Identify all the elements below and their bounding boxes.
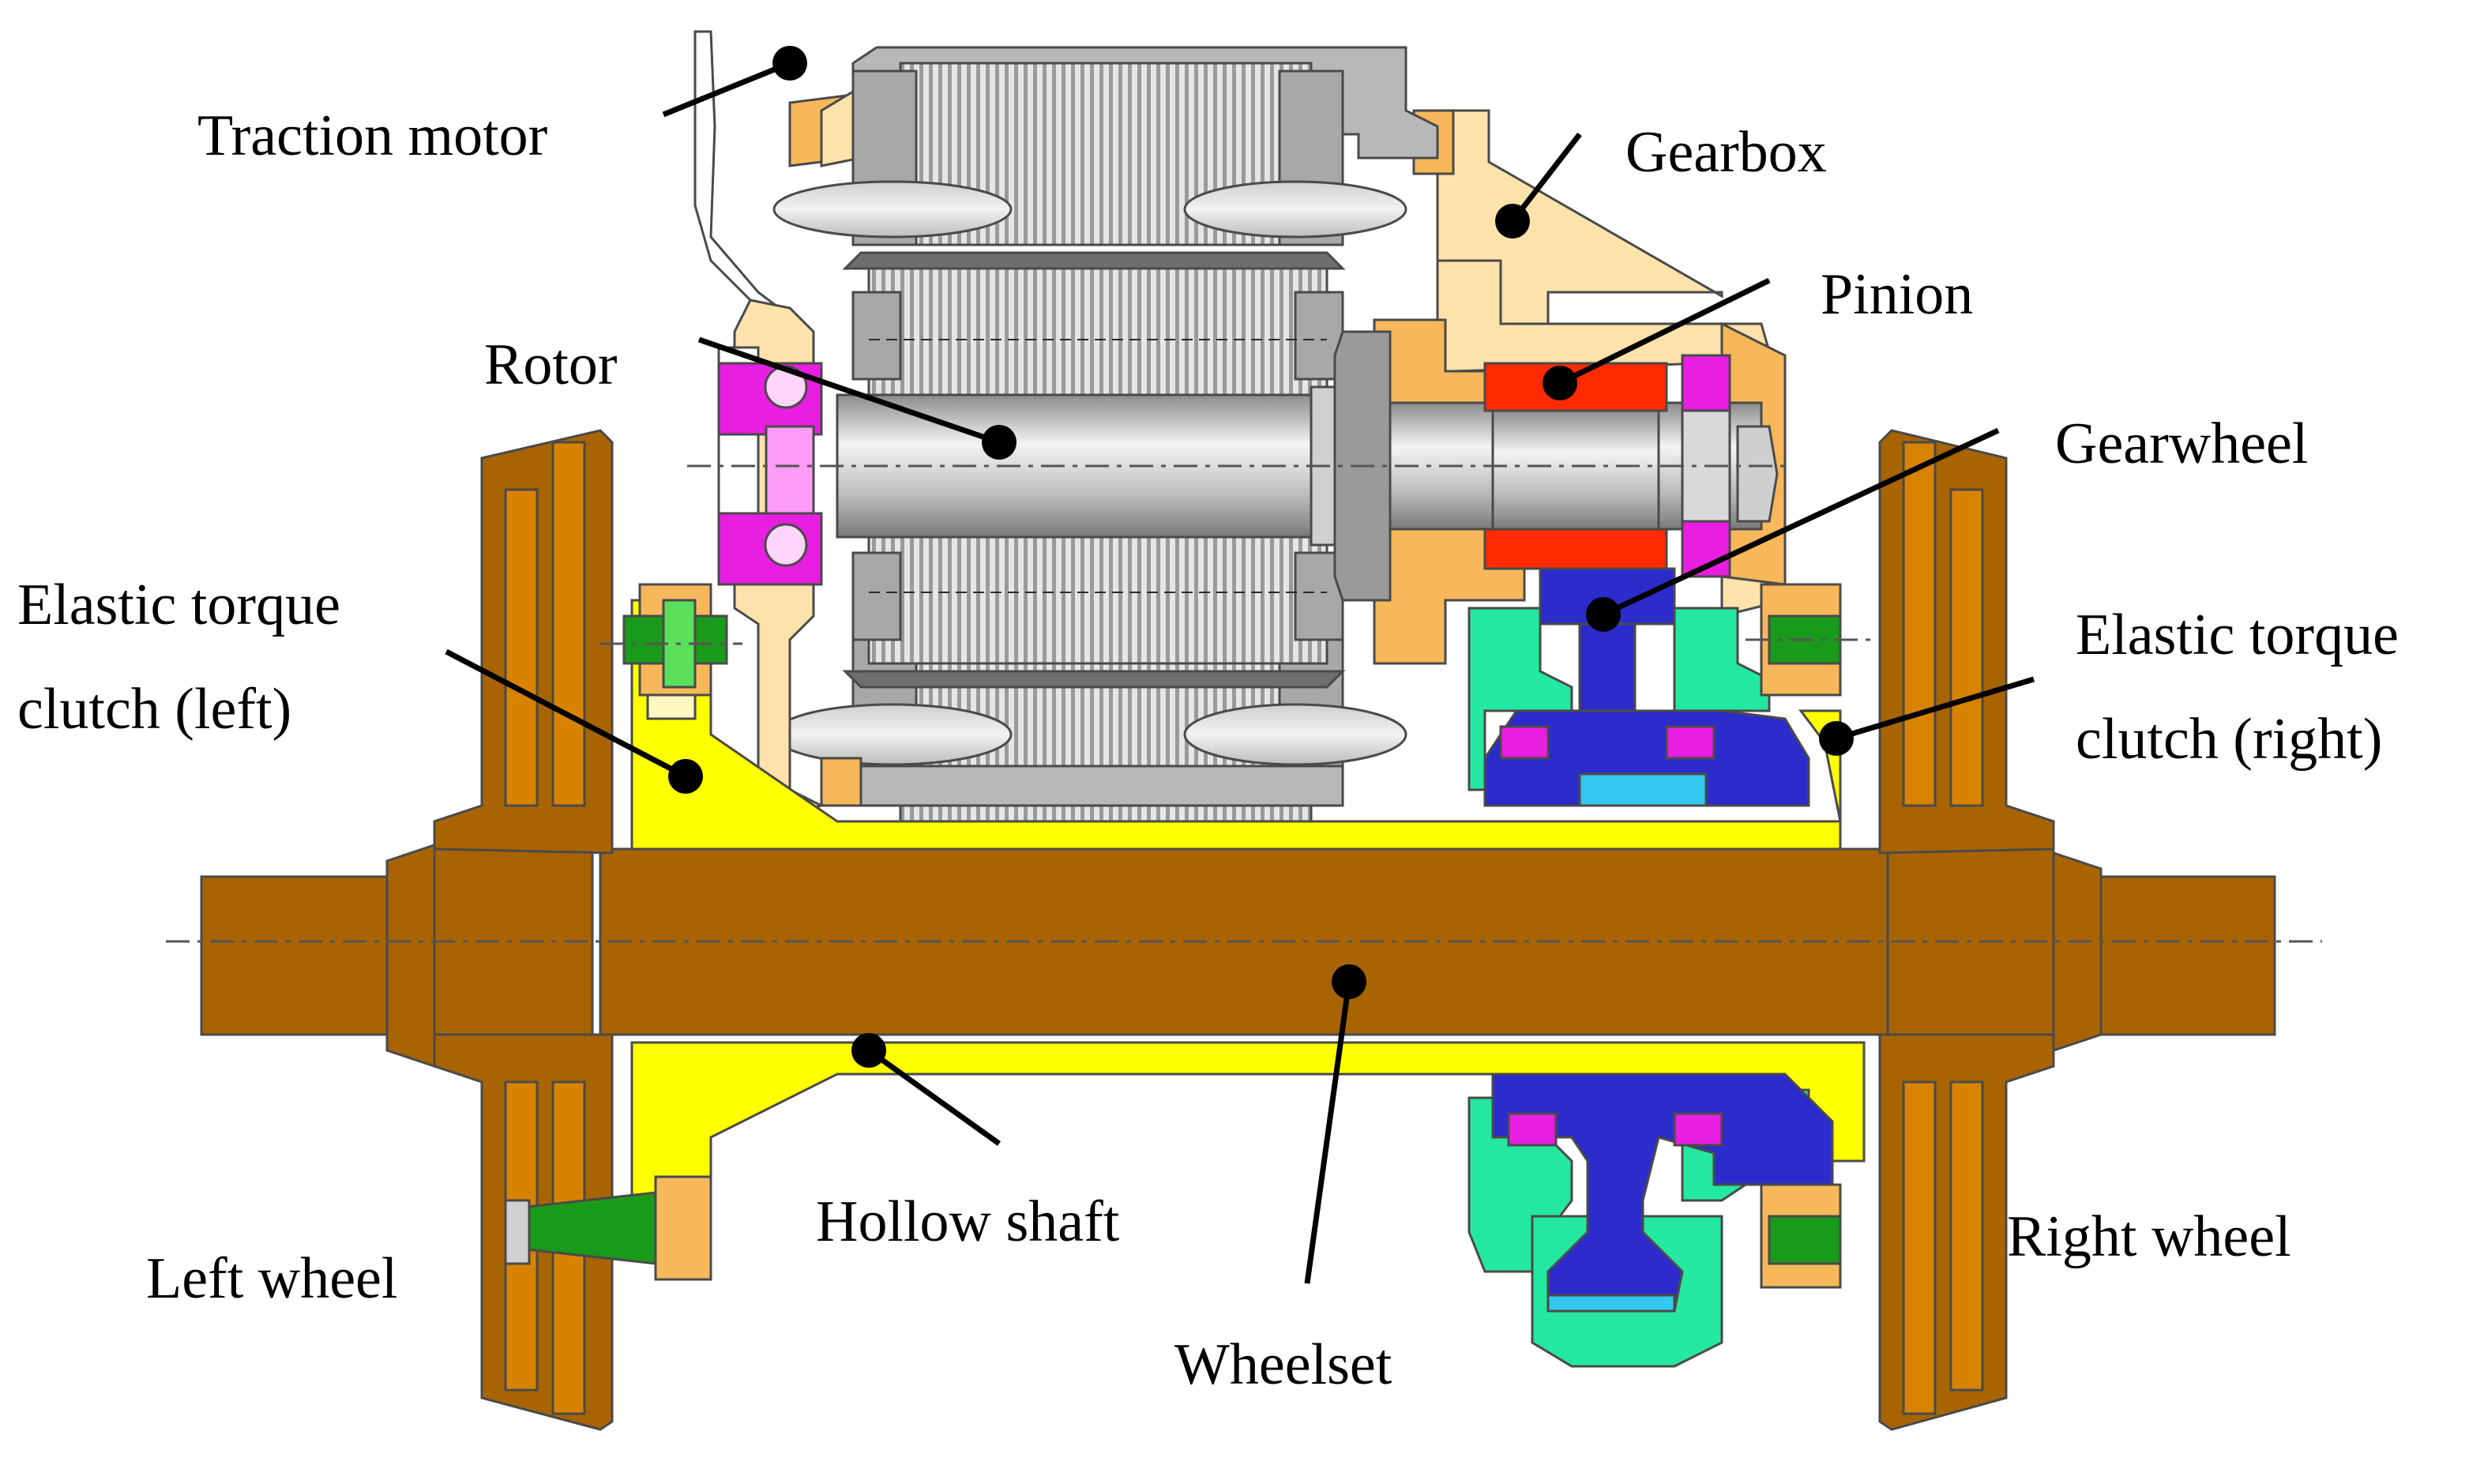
label-left-wheel: Left wheel bbox=[146, 1246, 397, 1311]
elastic-clutch-right-lower bbox=[1760, 1183, 1842, 1289]
label-pinion: Pinion bbox=[1821, 262, 1973, 327]
label-elastic-right-line1: Elastic torque bbox=[2076, 603, 2399, 667]
gearwheel-upper bbox=[1483, 567, 1810, 807]
leader-wheelset bbox=[1304, 964, 1366, 1284]
label-wheelset: Wheelset bbox=[1174, 1332, 1392, 1397]
label-right-wheel: Right wheel bbox=[2007, 1204, 2291, 1269]
wheelset-axle bbox=[200, 843, 2276, 1069]
label-gearbox: Gearbox bbox=[1625, 120, 1827, 185]
label-rotor: Rotor bbox=[484, 332, 618, 397]
label-hollow-shaft: Hollow shaft bbox=[816, 1189, 1120, 1254]
label-gearwheel: Gearwheel bbox=[2055, 411, 2308, 476]
leader-traction-motor bbox=[662, 46, 807, 118]
leader-elastic-right bbox=[1819, 676, 2035, 756]
leader-hollow-shaft bbox=[851, 1033, 1001, 1146]
traction-motor-housing bbox=[693, 30, 1439, 823]
elastic-clutch-left-upper bbox=[622, 583, 728, 697]
label-elastic-right-line2: clutch (right) bbox=[2076, 707, 2382, 772]
elastic-clutch-left-lower bbox=[504, 1175, 712, 1281]
leader-gearbox bbox=[1495, 132, 1582, 239]
leader-pinion bbox=[1543, 277, 1771, 400]
label-elastic-left-line1: Elastic torque bbox=[17, 573, 340, 637]
right-wheel-disc bbox=[1878, 429, 2055, 1431]
leader-rotor bbox=[697, 336, 1017, 460]
label-elastic-left-line2: clutch (left) bbox=[17, 677, 291, 742]
leader-gearwheel bbox=[1586, 427, 2000, 632]
leader-elastic-left bbox=[445, 648, 703, 794]
label-traction-motor: Traction motor bbox=[197, 103, 547, 168]
